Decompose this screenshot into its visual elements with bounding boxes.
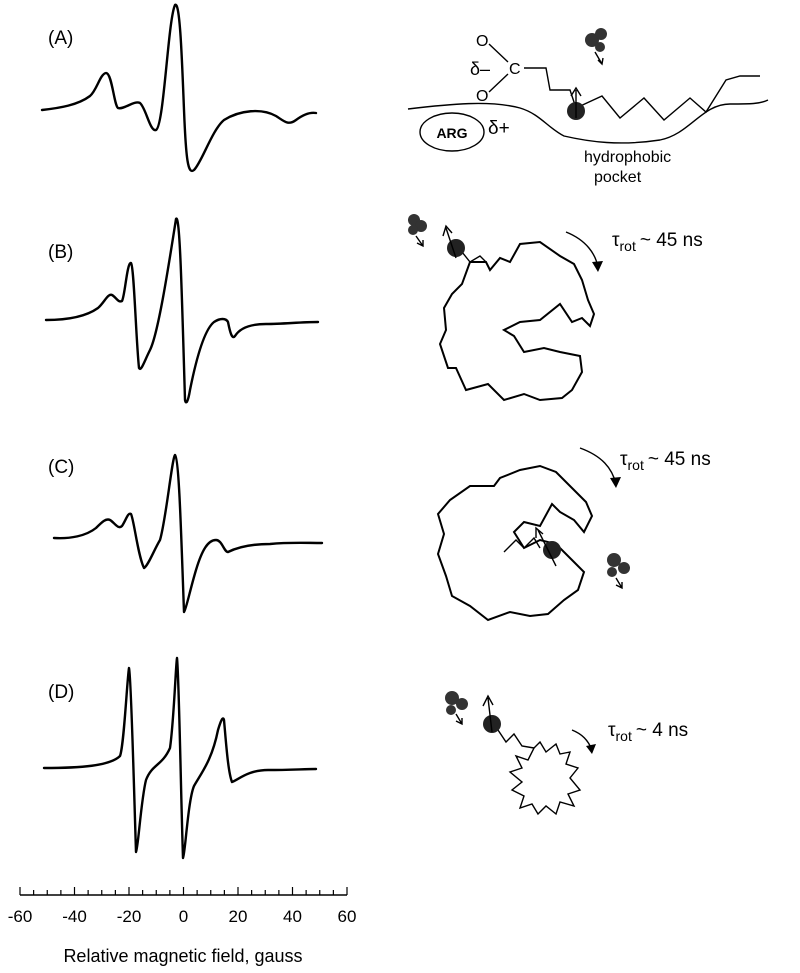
axis-tick-label: 0 <box>179 907 188 926</box>
tau-value-b: ~ 45 ns <box>640 230 703 251</box>
panel-label-c: (C) <box>48 457 74 478</box>
spin-arrow-icon <box>570 86 582 118</box>
tau-subscript-c: rot <box>628 457 644 473</box>
panel-c-schematic: τrot~ 45 ns <box>436 447 711 622</box>
field-axis: -60 -40 -20 0 20 40 60 <box>8 887 357 926</box>
linker-d <box>497 729 535 749</box>
axis-tick-label: 20 <box>229 907 248 926</box>
spin-label-nitroxide-d <box>483 715 501 733</box>
probe-molecule-icon-b <box>408 214 427 248</box>
tau-symbol-c: τ <box>620 449 628 470</box>
panel-label-d: (D) <box>48 682 74 703</box>
axis-tick-label: 60 <box>338 907 357 926</box>
probe-molecule-icon-d <box>445 691 468 726</box>
axis-tick-label: -20 <box>117 907 142 926</box>
tau-value-d: ~ 4 ns <box>636 720 688 741</box>
panel-label-b: (B) <box>48 242 73 263</box>
probe-molecule-arrow <box>594 51 604 66</box>
probe-molecule-atom-1-c <box>607 553 621 567</box>
probe-molecule-atom-3-c <box>607 567 617 577</box>
pocket-label-line2: pocket <box>594 169 642 186</box>
carbon-label: C <box>509 61 521 78</box>
surface-line <box>407 99 769 144</box>
arg-label: ARG <box>436 125 467 141</box>
spin-label-icon-d <box>482 694 501 733</box>
spin-arrow-icon-d <box>482 694 494 733</box>
arg-ellipse <box>419 112 485 152</box>
oxygen-bottom-label: O <box>476 88 488 105</box>
linker-b <box>461 251 487 263</box>
panel-d-schematic: τrot~ 4 ns <box>445 691 688 816</box>
tau-subscript-d: rot <box>616 728 632 744</box>
tau-label-d: τrot~ 4 ns <box>608 720 688 744</box>
spin-arrow-icon-b <box>442 224 457 259</box>
spectrum-b <box>44 217 320 404</box>
rotation-arrowhead-d <box>586 744 596 754</box>
axis-tick-label: 40 <box>283 907 302 926</box>
rotation-arrowhead-c <box>610 477 621 488</box>
probe-molecule-arrow-b <box>415 235 424 248</box>
spin-arrow-icon-c <box>535 526 557 567</box>
spin-label-nitroxide-c <box>543 541 561 559</box>
tau-symbol-d: τ <box>608 720 616 741</box>
axis-tick-label: -60 <box>8 907 33 926</box>
probe-molecule-atom-1 <box>585 33 599 47</box>
probe-molecule-arrow-c <box>615 577 623 590</box>
linker-c <box>503 536 541 553</box>
pocket-label-line1: hydrophobic <box>584 149 671 166</box>
panel-a-schematic: ARG δ+ O O C δ– hydrophobic pocket <box>407 28 769 186</box>
spectrum-c <box>52 453 324 614</box>
oxygen-top-label: O <box>476 33 488 50</box>
probe-molecule-icon-c <box>607 553 630 590</box>
protein-outline-d <box>508 740 582 816</box>
rotation-arrowhead-b <box>592 261 603 272</box>
probe-molecule-atom-2 <box>595 28 607 40</box>
spin-label-icon <box>567 86 585 120</box>
probe-molecule-atom-3-d <box>446 705 456 715</box>
probe-molecule-atom-2-d <box>456 698 468 710</box>
probe-molecule-atom-2-b <box>415 220 427 232</box>
axis-tick-label: -40 <box>62 907 87 926</box>
probe-molecule-arrow-d <box>455 713 463 726</box>
probe-molecule-icon <box>585 28 607 66</box>
spin-label-icon-b <box>442 224 465 259</box>
probe-molecule-atom-3-b <box>408 225 418 235</box>
axis-tick-labels: -60 -40 -20 0 20 40 60 <box>8 907 357 926</box>
tau-value-c: ~ 45 ns <box>648 449 711 470</box>
tau-label-c: τrot~ 45 ns <box>620 449 711 473</box>
spin-label-icon-c <box>535 526 561 567</box>
axis-label: Relative magnetic field, gauss <box>63 946 302 966</box>
probe-molecule-atom-3 <box>595 42 605 52</box>
axis-ticks <box>19 887 348 895</box>
spectrum-d <box>42 656 318 860</box>
probe-molecule-atom-2-c <box>618 562 630 574</box>
protein-outline-c <box>436 464 594 622</box>
tau-label-b: τrot~ 45 ns <box>612 230 703 254</box>
delta-minus-label: δ– <box>470 59 490 79</box>
spin-label-nitroxide-b <box>447 239 465 257</box>
tau-symbol-b: τ <box>612 230 620 251</box>
panel-label-a: (A) <box>48 28 73 49</box>
tau-subscript-b: rot <box>620 238 636 254</box>
delta-plus-label: δ+ <box>488 118 510 139</box>
spectrum-a <box>40 3 318 173</box>
carboxyl-bonds <box>488 43 577 109</box>
protein-outline-b <box>438 240 596 402</box>
panel-b-schematic: τrot~ 45 ns <box>408 214 703 402</box>
alkyl-chain <box>575 75 760 121</box>
probe-molecule-atom-1-d <box>445 691 459 705</box>
